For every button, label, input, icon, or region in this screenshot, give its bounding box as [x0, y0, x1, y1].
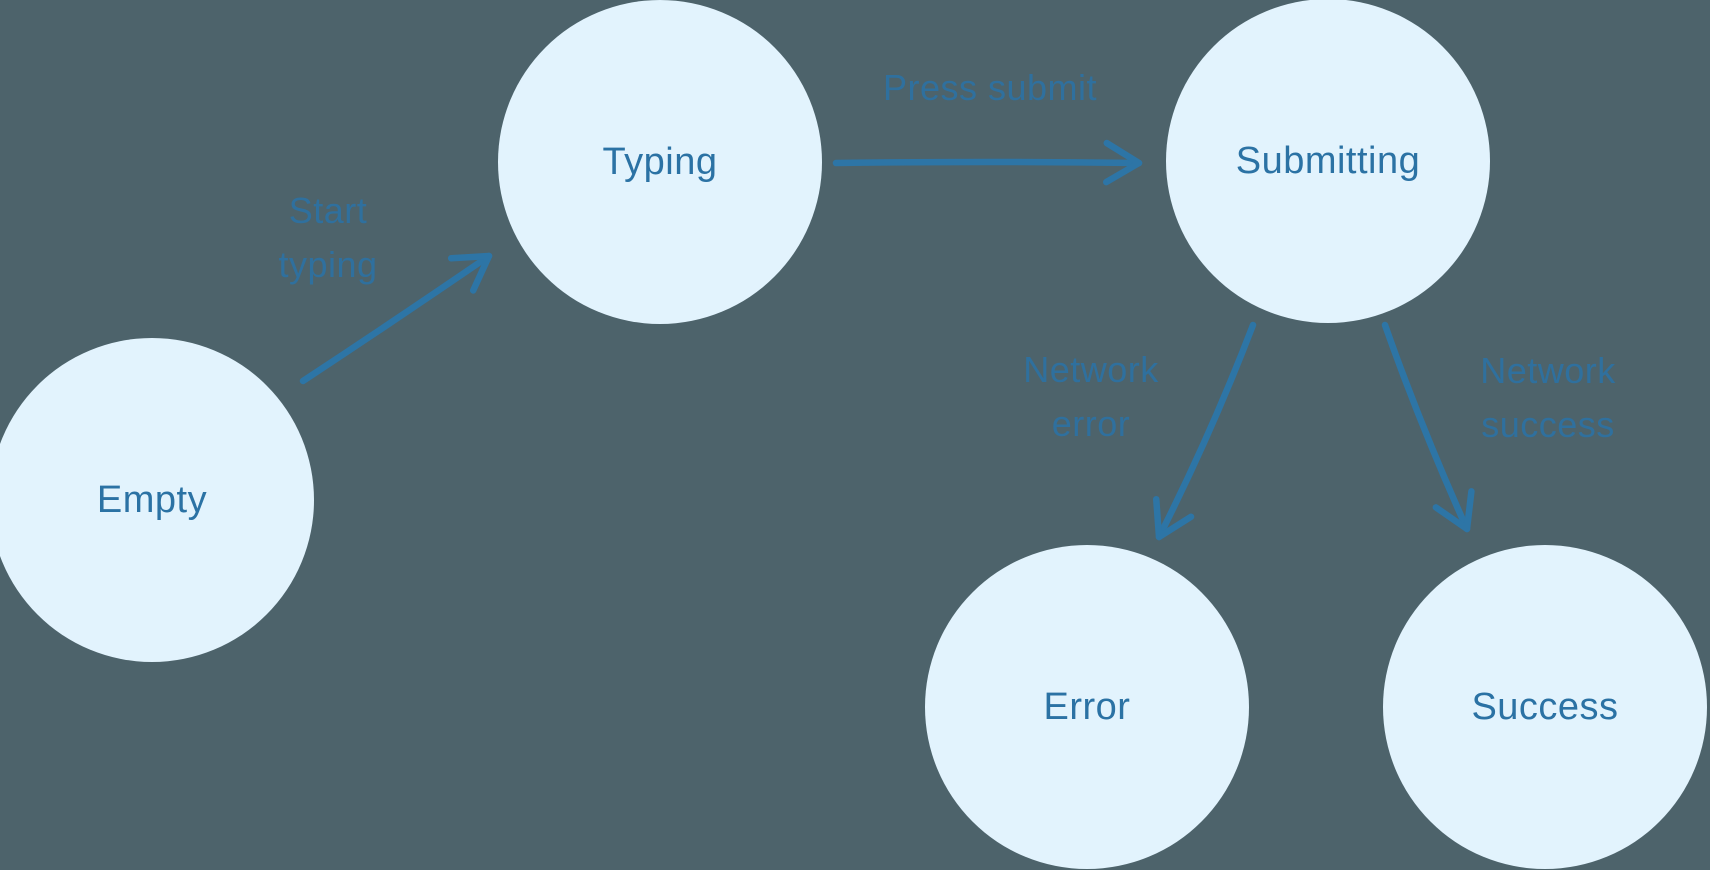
transition-label-line: typing — [278, 244, 378, 285]
arrow-network-success — [1381, 321, 1475, 533]
state-node-error: Error — [925, 545, 1249, 869]
state-node-typing: Typing — [498, 0, 822, 324]
state-label-submitting: Submitting — [1235, 139, 1421, 182]
transition-label-start-typing: Start typing — [278, 184, 377, 292]
transition-label-line: Network — [1023, 349, 1159, 390]
transition-label-network-error: Network error — [1023, 343, 1159, 451]
transition-label-line: Network — [1480, 350, 1616, 391]
state-label-empty: Empty — [96, 478, 208, 521]
state-node-success: Success — [1383, 545, 1707, 869]
state-label-success: Success — [1471, 685, 1619, 728]
arrow-start-typing — [299, 252, 493, 385]
transition-label-line: error — [1051, 403, 1131, 444]
state-label-error: Error — [1043, 685, 1131, 728]
transition-label-line: success — [1481, 404, 1615, 445]
state-node-submitting: Submitting — [1166, 0, 1490, 323]
state-node-empty: Empty — [0, 338, 314, 662]
transition-label-network-success: Network success — [1480, 344, 1616, 452]
arrow-network-error — [1152, 321, 1257, 541]
arrow-press-submit — [832, 139, 1143, 186]
transition-label-line: Press submit — [882, 67, 1098, 108]
transition-label-line: Start — [288, 190, 368, 231]
transition-label-press-submit: Press submit — [883, 61, 1097, 115]
state-label-typing: Typing — [602, 140, 718, 183]
